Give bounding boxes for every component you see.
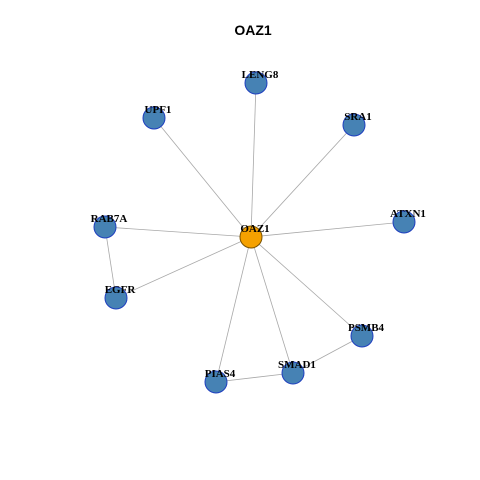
- node-leng8: LENG8: [242, 69, 279, 95]
- node-smad1: SMAD1: [278, 359, 316, 385]
- node-circle-egfr: [104, 286, 128, 310]
- node-oaz1: OAZ1: [239, 223, 270, 249]
- node-label-egfr: EGFR: [105, 284, 137, 296]
- edges-layer: [104, 82, 405, 383]
- edge-smad1-psmb4: [292, 335, 363, 374]
- node-label-atxn1: ATXN1: [390, 208, 426, 220]
- edge-oaz1-sra1: [250, 124, 355, 238]
- node-circle-smad1: [281, 361, 305, 385]
- edge-oaz1-psmb4: [250, 236, 363, 337]
- node-pias4: PIAS4: [204, 368, 236, 394]
- node-label-upf1: UPF1: [145, 104, 172, 116]
- node-circle-pias4: [204, 370, 228, 394]
- node-circle-oaz1: [239, 225, 263, 249]
- node-atxn1: ATXN1: [390, 208, 426, 234]
- node-circle-sra1: [342, 113, 366, 137]
- edge-oaz1-egfr: [115, 236, 252, 299]
- node-label-pias4: PIAS4: [205, 368, 236, 380]
- edge-oaz1-rab7a: [104, 226, 252, 238]
- node-label-oaz1: OAZ1: [240, 223, 269, 235]
- node-label-rab7a: RAB7A: [91, 213, 128, 225]
- edge-oaz1-smad1: [250, 236, 294, 374]
- edge-oaz1-leng8: [250, 82, 257, 238]
- node-circle-atxn1: [392, 210, 416, 234]
- node-circle-rab7a: [93, 215, 117, 239]
- node-egfr: EGFR: [104, 284, 137, 310]
- node-upf1: UPF1: [142, 104, 172, 130]
- node-label-leng8: LENG8: [242, 69, 279, 81]
- edge-rab7a-egfr: [104, 226, 117, 299]
- node-circle-leng8: [244, 71, 268, 95]
- node-circle-upf1: [142, 106, 166, 130]
- node-rab7a: RAB7A: [91, 213, 128, 239]
- node-label-smad1: SMAD1: [278, 359, 316, 371]
- edge-pias4-smad1: [215, 372, 294, 383]
- node-circle-psmb4: [350, 324, 374, 348]
- graph-title: OAZ1: [234, 22, 272, 38]
- node-sra1: SRA1: [342, 111, 372, 137]
- node-label-psmb4: PSMB4: [348, 322, 385, 334]
- node-label-sra1: SRA1: [344, 111, 372, 123]
- edge-oaz1-upf1: [153, 117, 252, 238]
- node-psmb4: PSMB4: [348, 322, 385, 348]
- edge-oaz1-pias4: [215, 236, 252, 383]
- edge-oaz1-atxn1: [250, 221, 405, 238]
